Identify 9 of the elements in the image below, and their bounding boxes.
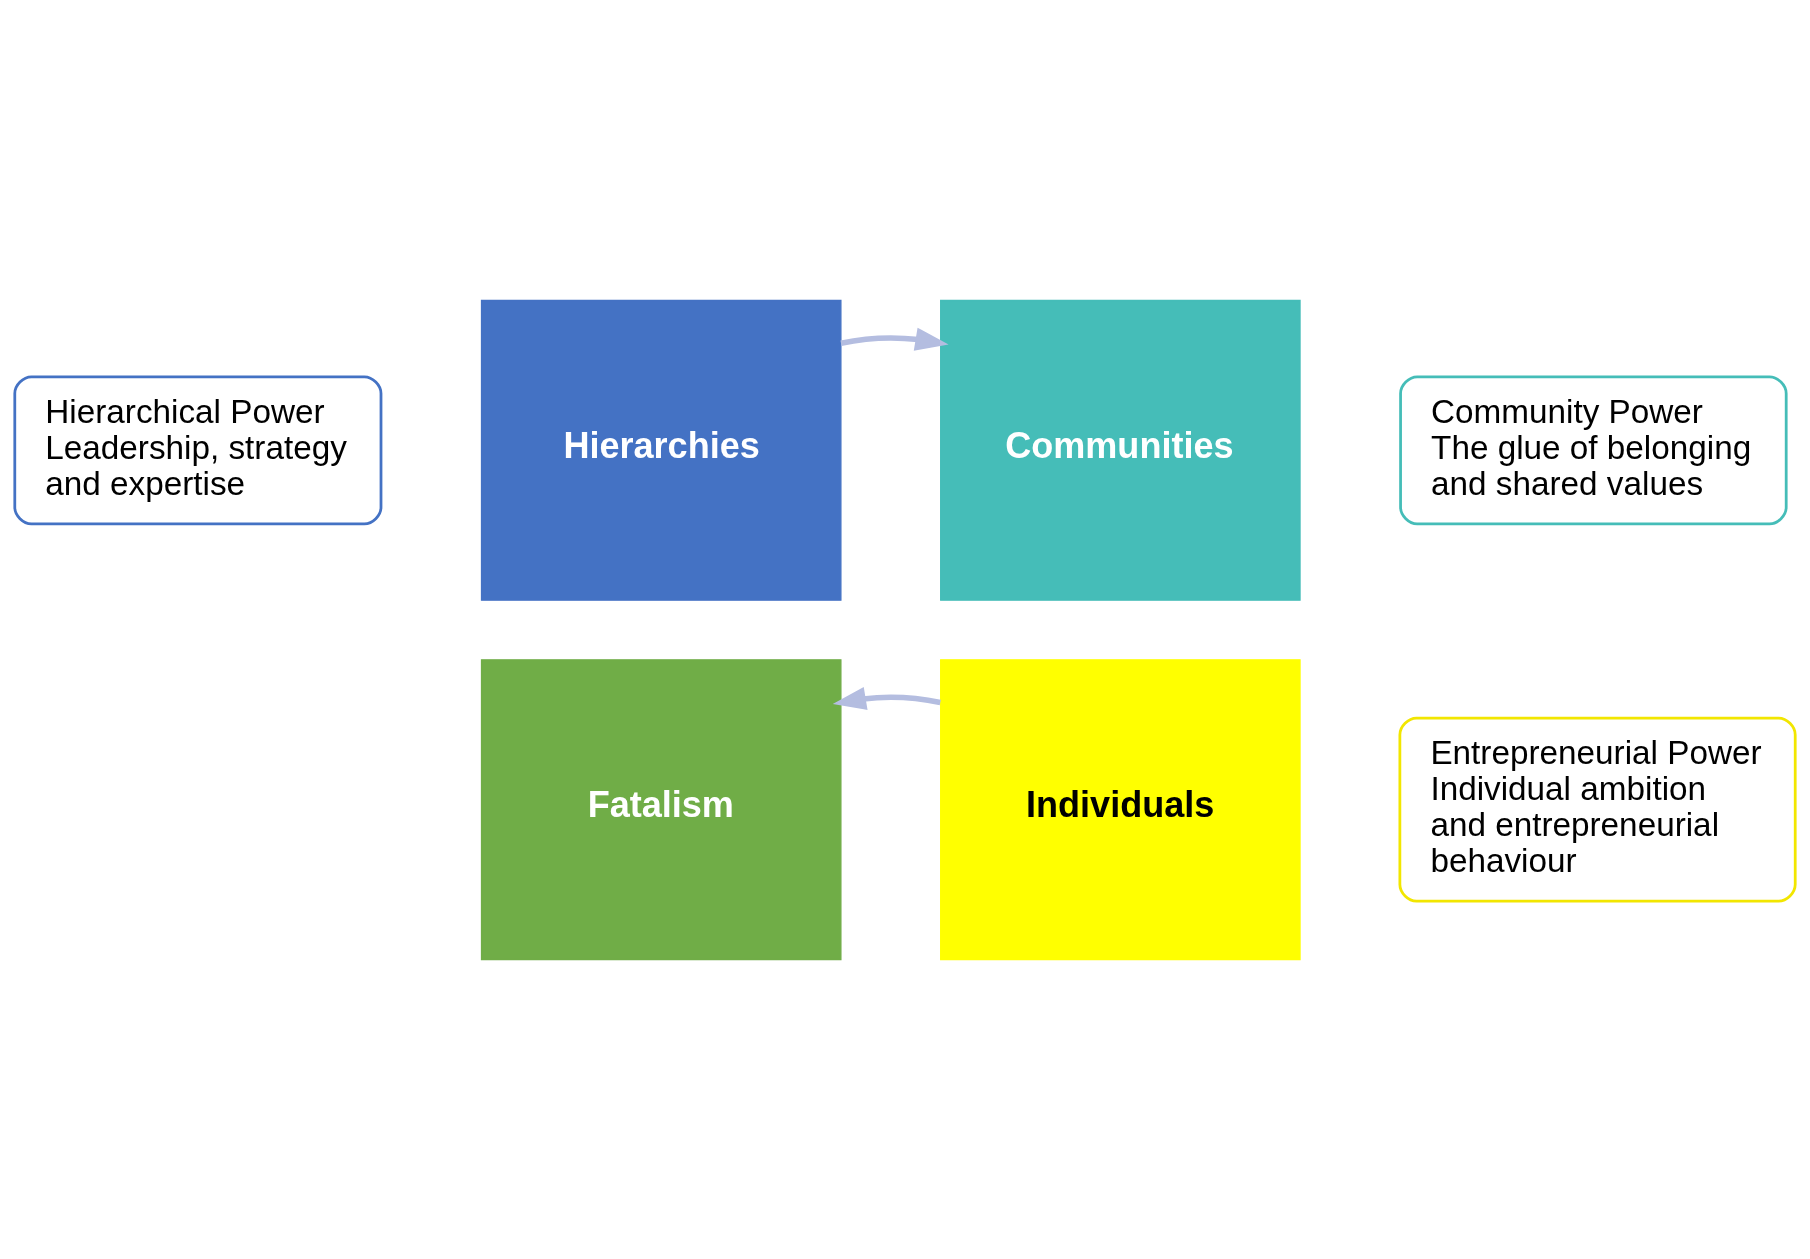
node-box: Fatalism: [480, 658, 842, 960]
arrow: [840, 327, 949, 351]
node-box: Community Power The glue of belonging and shared values: [1399, 374, 1788, 525]
node-box: Individuals: [940, 658, 1301, 960]
arrow: [832, 686, 941, 710]
node-box: Entrepreneurial Power Individual ambition and entrepreneurial behaviour: [1398, 716, 1797, 903]
node-box: Communities: [940, 299, 1301, 601]
node-box: Hierarchical Power Leadership, strategy and expertise: [13, 374, 383, 525]
node-box: Hierarchies: [480, 299, 842, 601]
